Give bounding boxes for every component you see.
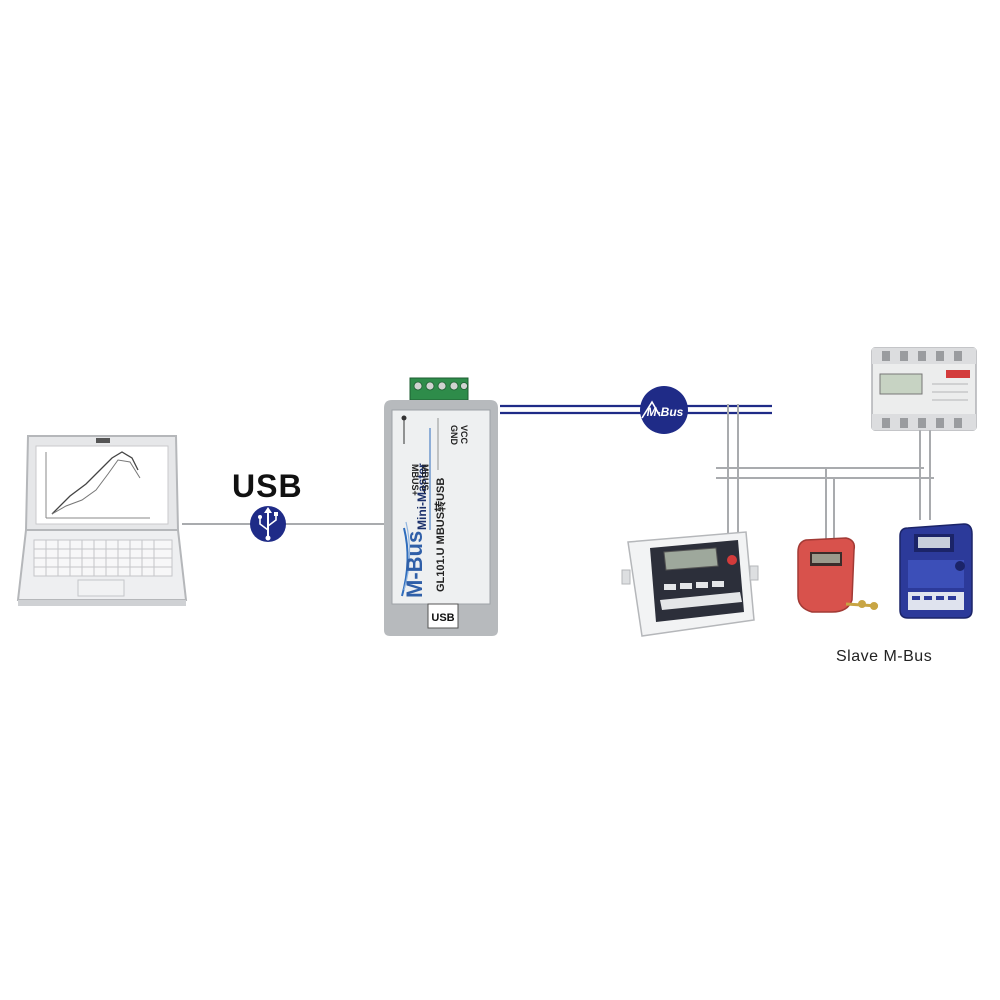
heat-cost-meter-icon: [899, 523, 973, 619]
device-model-text: Mini-Master: [415, 463, 429, 530]
m-bus-logo-icon: M-Bus: [640, 386, 688, 434]
usb-symbol-icon: [250, 506, 286, 542]
mbus-trunk-line: [500, 404, 772, 415]
terminal-label-mbus-minus: MBUS-: [420, 464, 430, 494]
device-usb-port-label: USB: [431, 612, 454, 624]
device-part-text: GL101.U MBUS转USB: [433, 478, 447, 592]
slave-mbus-label: Slave M-Bus: [836, 648, 933, 665]
terminal-label-mbus-plus: MBUS+: [410, 464, 420, 496]
din-rail-meter-icon: [871, 347, 977, 431]
terminal-label-gnd: GND: [449, 425, 459, 446]
terminal-label-vcc: VCC: [459, 425, 469, 445]
laptop-icon: [16, 435, 188, 606]
mbus-badge-text: M-Bus: [647, 405, 684, 419]
usb-label: USB: [232, 468, 303, 504]
heat-meter-icon: [621, 531, 759, 637]
device-brand-text: M-Bus: [402, 531, 427, 598]
device-brand: M-Bus: [402, 531, 427, 598]
mbus-master-device: M-Bus Mini-Master GL101.U MBUS转USB MBUS+…: [384, 377, 498, 636]
water-meter-icon: [797, 537, 879, 613]
mbus-branch-wires: [716, 404, 934, 540]
